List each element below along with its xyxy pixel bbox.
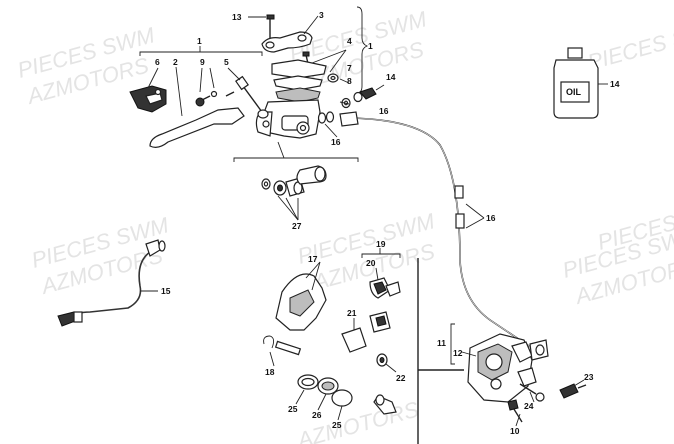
caliper-seals bbox=[297, 374, 353, 407]
callout-16-a: 16 bbox=[379, 106, 389, 116]
watermark: AZMOTORS bbox=[293, 396, 422, 444]
callout-labels: 13 3 1 1 4 7 8 14 14 16 16 16 6 2 9 5 27… bbox=[155, 10, 620, 436]
callout-19: 19 bbox=[376, 239, 386, 249]
reservoir-plate bbox=[275, 87, 321, 103]
banjo-bolt-14 bbox=[353, 84, 385, 103]
reservoir-cap bbox=[271, 59, 327, 79]
callout-15: 15 bbox=[161, 286, 171, 296]
brake-pads-20 bbox=[369, 277, 401, 299]
callout-4: 4 bbox=[347, 36, 352, 46]
callout-22: 22 bbox=[396, 373, 406, 383]
callout-25-b: 25 bbox=[332, 420, 342, 430]
group-bracket-19 bbox=[361, 253, 401, 258]
brake-caliper bbox=[467, 333, 537, 403]
reservoir-diaphragm bbox=[273, 75, 323, 91]
callout-7: 7 bbox=[347, 63, 352, 73]
callout-26: 26 bbox=[312, 410, 322, 420]
callout-16-c: 16 bbox=[486, 213, 496, 223]
callout-6: 6 bbox=[155, 57, 160, 67]
callout-5: 5 bbox=[224, 57, 229, 67]
master-cylinder-assembly bbox=[129, 6, 385, 221]
callout-14-bolt: 14 bbox=[386, 72, 396, 82]
callout-24: 24 bbox=[524, 401, 534, 411]
slide-pin bbox=[373, 394, 397, 415]
brake-hose bbox=[339, 111, 536, 351]
group-bracket-1 bbox=[139, 51, 263, 56]
brace-1 bbox=[356, 6, 369, 94]
callout-27: 27 bbox=[292, 221, 302, 231]
callout-3: 3 bbox=[319, 10, 324, 20]
oil-label-text: OIL bbox=[566, 87, 582, 97]
callout-14-oil: 14 bbox=[610, 79, 620, 89]
caliper-pin-18 bbox=[263, 335, 302, 356]
oil-bottle: OIL bbox=[553, 47, 608, 119]
adjuster-screw-9 bbox=[195, 90, 218, 107]
bleeder-23 bbox=[559, 383, 587, 399]
pad-spring-21 bbox=[341, 311, 391, 353]
callout-23: 23 bbox=[584, 372, 594, 382]
callout-16-b: 16 bbox=[331, 137, 341, 147]
callout-18: 18 bbox=[265, 367, 275, 377]
piston-kit-27 bbox=[261, 165, 327, 197]
watermark: PIECES SWM bbox=[585, 14, 674, 75]
screw-13 bbox=[266, 14, 275, 40]
callout-12: 12 bbox=[453, 348, 463, 358]
callout-17: 17 bbox=[308, 254, 318, 264]
push-rod-5 bbox=[235, 75, 269, 119]
group-bracket-27 bbox=[233, 157, 359, 162]
callout-11: 11 bbox=[437, 338, 446, 348]
brace-11 bbox=[450, 323, 455, 365]
brake-lever bbox=[149, 107, 245, 148]
callout-1-top: 1 bbox=[197, 36, 202, 46]
callout-13: 13 bbox=[232, 12, 242, 22]
brake-light-switch bbox=[57, 239, 166, 327]
callout-25-a: 25 bbox=[288, 404, 298, 414]
caliper-bolt-10 bbox=[507, 399, 523, 423]
callout-8: 8 bbox=[347, 76, 352, 86]
callout-1-right: 1 bbox=[368, 41, 373, 51]
banjo-bolt-24 bbox=[519, 383, 545, 402]
callout-21: 21 bbox=[347, 308, 357, 318]
callout-20: 20 bbox=[366, 258, 376, 268]
callout-2: 2 bbox=[173, 57, 178, 67]
oil-label bbox=[560, 81, 590, 103]
caliper-area bbox=[263, 248, 587, 444]
callout-10: 10 bbox=[510, 426, 520, 436]
bleeder-bolt-22 bbox=[376, 353, 388, 367]
callout-9: 9 bbox=[200, 57, 205, 67]
